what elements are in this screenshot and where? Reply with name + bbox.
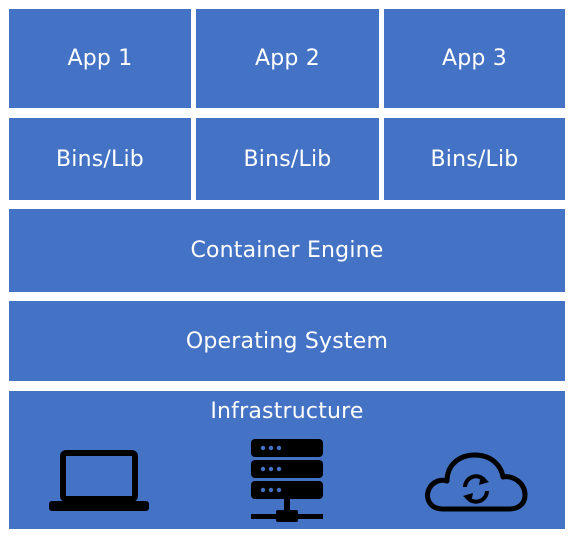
app-2-block: App 2 — [196, 9, 379, 108]
app-3-label: App 3 — [442, 46, 507, 71]
bins-lib-3-label: Bins/Lib — [430, 146, 519, 172]
laptop-icon — [49, 450, 149, 511]
app-2-label: App 2 — [255, 46, 320, 71]
server-icon — [251, 439, 323, 522]
cloud-sync-icon — [425, 452, 528, 512]
container-engine-label: Container Engine — [190, 238, 384, 263]
app-3-block: App 3 — [384, 9, 565, 108]
app-1-block: App 1 — [9, 9, 191, 108]
container-engine-block: Container Engine — [9, 209, 565, 292]
operating-system-label: Operating System — [185, 328, 389, 354]
operating-system-block: Operating System — [9, 301, 565, 381]
infrastructure-label: Infrastructure — [210, 399, 364, 424]
bins-lib-2-block: Bins/Lib — [196, 118, 379, 200]
app-1-label: App 1 — [67, 46, 133, 71]
bins-lib-1-label: Bins/Lib — [56, 146, 144, 172]
infrastructure-block: Infrastructure — [9, 391, 565, 529]
bins-lib-1-block: Bins/Lib — [9, 118, 191, 200]
bins-lib-3-block: Bins/Lib — [384, 118, 565, 200]
bins-lib-2-label: Bins/Lib — [243, 146, 332, 172]
